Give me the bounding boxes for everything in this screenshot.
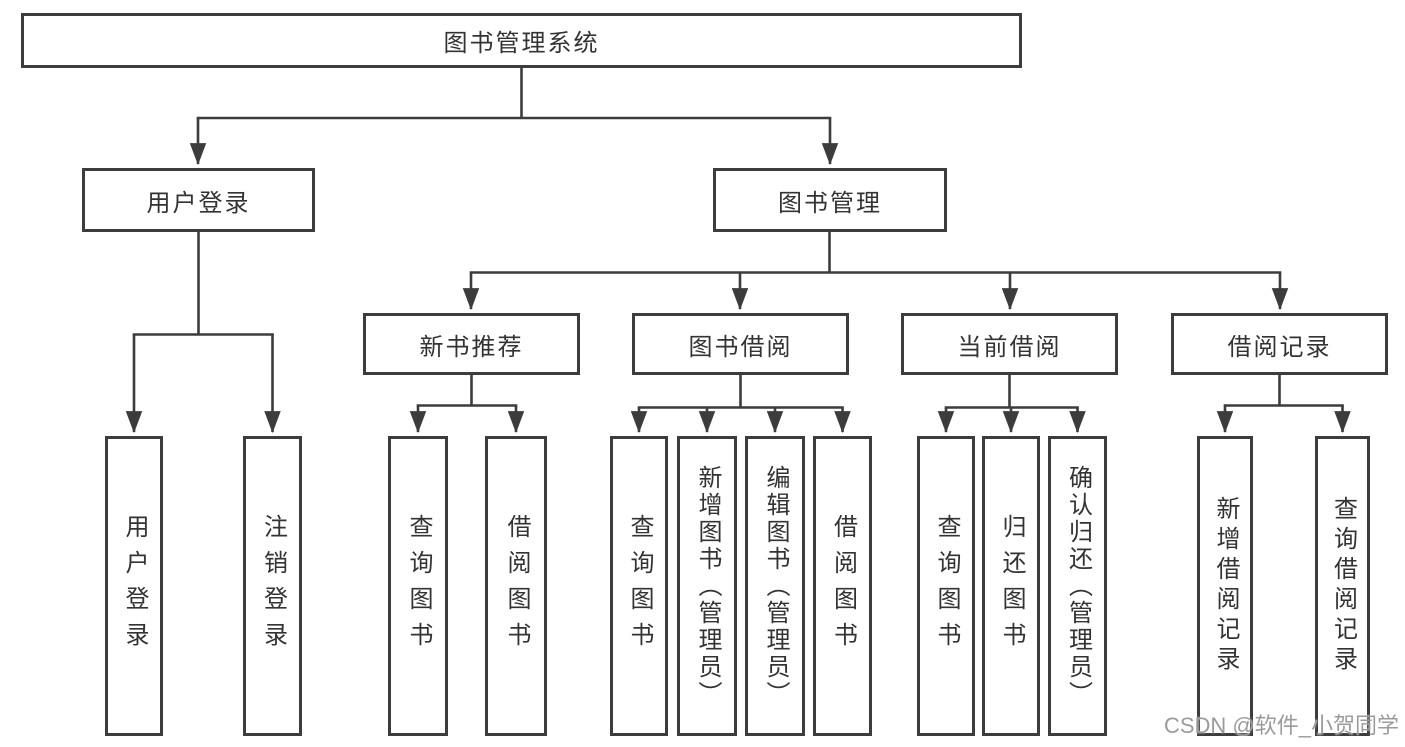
- node-book-management: 图书管理: [713, 168, 947, 232]
- node-new-book-recommend: 新书推荐: [363, 313, 580, 375]
- node-user-login: 用户登录: [82, 168, 315, 232]
- node-leaf-query-borrow-record: 查询借阅记录: [1315, 436, 1370, 736]
- csdn-watermark: CSDN @软件_小贺同学: [1163, 713, 1399, 738]
- node-book-borrow: 图书借阅: [632, 313, 849, 375]
- node-current-borrow: 当前借阅: [901, 313, 1118, 375]
- node-leaf-add-borrow-record: 新增借阅记录: [1197, 436, 1253, 736]
- node-leaf-logout: 注销登录: [243, 436, 302, 736]
- node-leaf-query-books-current: 查询图书: [917, 436, 975, 736]
- node-leaf-borrow-books-rec: 借阅图书: [485, 436, 547, 736]
- node-leaf-borrow-books: 借阅图书: [813, 436, 872, 736]
- node-leaf-query-books-rec: 查询图书: [388, 436, 448, 736]
- node-leaf-add-books-admin: 新增图书（管理员）: [677, 436, 737, 736]
- node-leaf-query-books-borrow: 查询图书: [610, 436, 668, 736]
- node-library-management-system: 图书管理系统: [21, 13, 1022, 68]
- node-leaf-edit-books-admin: 编辑图书（管理员）: [745, 436, 805, 736]
- node-borrow-records: 借阅记录: [1171, 313, 1388, 375]
- node-leaf-user-login: 用户登录: [105, 436, 163, 736]
- node-leaf-return-books: 归还图书: [982, 436, 1040, 736]
- node-leaf-confirm-return-admin: 确认归还（管理员）: [1048, 436, 1107, 736]
